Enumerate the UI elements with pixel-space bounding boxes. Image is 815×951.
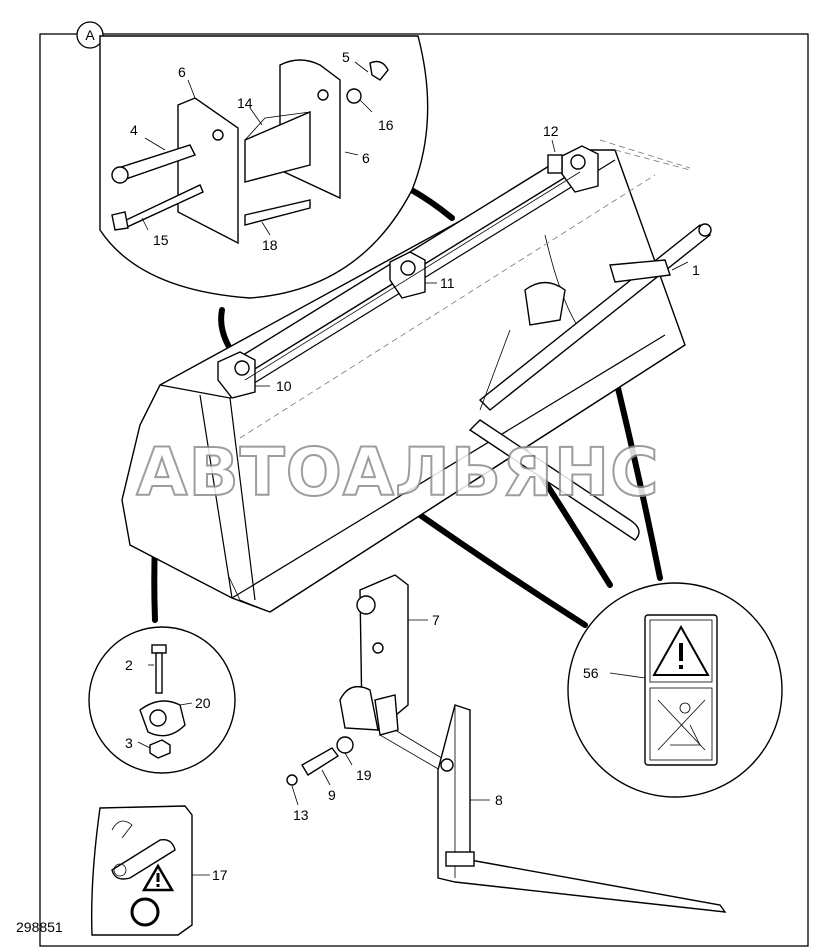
bracket-7: [286, 574, 446, 786]
callout-9: 9: [328, 787, 336, 803]
callout-8: 8: [495, 792, 503, 808]
decal-56: [644, 614, 718, 766]
callout-4: 4: [130, 122, 138, 138]
detail-circle-left: [88, 626, 236, 774]
view-label-circle: [76, 21, 104, 49]
leader-lines: [137, 61, 689, 876]
callout-6b: 6: [362, 150, 370, 166]
callout-6a: 6: [178, 64, 186, 80]
callout-18: 18: [262, 237, 278, 253]
diagram-frame: [39, 33, 809, 947]
callout-7: 7: [432, 612, 440, 628]
callout-3: 3: [125, 735, 133, 751]
callout-12: 12: [543, 123, 559, 139]
callout-labels: 1 2 3 4 5 6 6 7 8 9 10 11 12 13 14 15 16…: [125, 49, 700, 883]
callout-1: 1: [692, 262, 700, 278]
callout-15: 15: [153, 232, 169, 248]
no-standing-icon: [657, 699, 706, 751]
circle-symbol-icon: [130, 897, 160, 927]
callout-19: 19: [356, 767, 372, 783]
callout-13: 13: [293, 807, 309, 823]
figure-number: 298851: [16, 919, 63, 935]
view-label: A: [85, 27, 95, 43]
callout-10: 10: [276, 378, 292, 394]
carrier-tube: [217, 145, 599, 399]
watermark: АВТОАЛЬЯНС: [136, 434, 659, 511]
callout-56: 56: [583, 665, 599, 681]
callout-20: 20: [195, 695, 211, 711]
decal-17: [90, 805, 193, 936]
callout-17: 17: [212, 867, 228, 883]
part-1-bar: [468, 223, 712, 541]
callout-5: 5: [342, 49, 350, 65]
top-detail-parts: [111, 59, 389, 245]
callout-2: 2: [125, 657, 133, 673]
left-detail-parts: [139, 644, 186, 759]
callout-14: 14: [237, 95, 253, 111]
callout-11: 11: [440, 275, 455, 291]
fork-tine-8: [437, 704, 727, 913]
callout-16: 16: [378, 117, 394, 133]
